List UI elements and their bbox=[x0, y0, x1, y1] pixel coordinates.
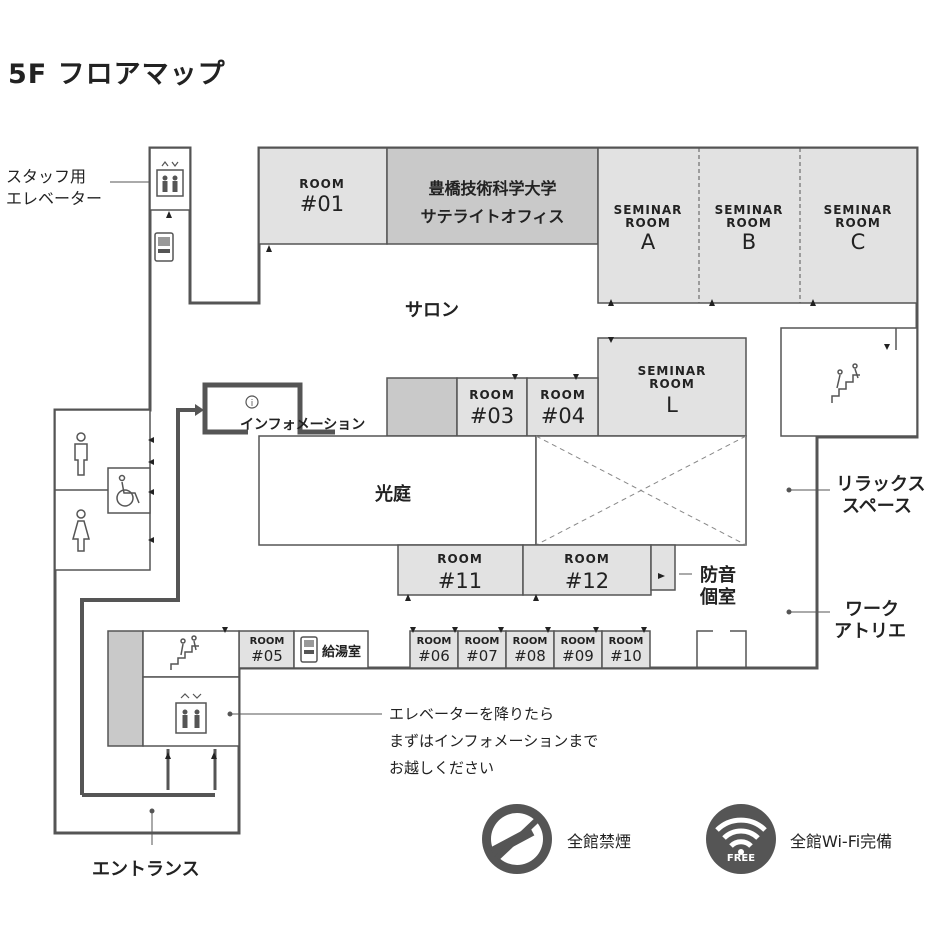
svg-text:i: i bbox=[251, 399, 254, 409]
room-01-number: #01 bbox=[299, 192, 345, 216]
elevator-hall bbox=[142, 676, 240, 747]
seminar-a-caption2: ROOM bbox=[625, 216, 671, 230]
room-07[interactable] bbox=[457, 630, 507, 669]
room-04-number: #04 bbox=[540, 404, 586, 428]
elevator-icon-main bbox=[175, 693, 207, 734]
room-08-caption: ROOM bbox=[512, 636, 548, 647]
room-08-number: #08 bbox=[514, 647, 546, 665]
room-04[interactable] bbox=[526, 377, 599, 437]
room-06-number: #06 bbox=[418, 647, 450, 665]
free-wifi-label: 全館Wi-Fi完備 bbox=[790, 832, 893, 851]
work-label2: アトリエ bbox=[834, 621, 906, 642]
elevator-icon bbox=[156, 161, 184, 197]
room-11[interactable] bbox=[397, 544, 524, 596]
seminar-b-caption2: ROOM bbox=[726, 216, 772, 230]
seminar-b-letter: B bbox=[741, 230, 757, 254]
soundproof-booth[interactable] bbox=[650, 544, 676, 591]
no-smoking-icon bbox=[482, 804, 552, 874]
university-office[interactable] bbox=[386, 147, 599, 245]
seminar-c-letter: C bbox=[850, 230, 866, 254]
room-05[interactable] bbox=[238, 630, 295, 669]
room-10-caption: ROOM bbox=[608, 636, 644, 647]
note-line1: エレベーターを降りたら bbox=[389, 705, 555, 723]
wifi-icon bbox=[706, 804, 776, 874]
courtyard-block bbox=[258, 435, 537, 546]
room-01[interactable] bbox=[258, 147, 388, 245]
room-03-caption: ROOM bbox=[469, 388, 515, 402]
seminar-row bbox=[597, 147, 918, 304]
courtyard-label: 光庭 bbox=[375, 484, 411, 505]
soundproof-label1: 防音 bbox=[700, 565, 736, 586]
room-08[interactable] bbox=[505, 630, 555, 669]
room-07-number: #07 bbox=[466, 647, 498, 665]
staff-elevator-label1: スタッフ用 bbox=[6, 167, 87, 186]
room-10[interactable] bbox=[601, 630, 651, 669]
seminar-b-caption1: SEMINAR bbox=[714, 203, 784, 217]
seminar-c-caption1: SEMINAR bbox=[823, 203, 893, 217]
seminar-l-caption2: ROOM bbox=[649, 377, 695, 391]
room-11-number: #11 bbox=[437, 569, 483, 593]
note-line2: まずはインフォメーションまで bbox=[389, 732, 599, 750]
room-05-number: #05 bbox=[251, 647, 283, 665]
kitchen-label: 給湯室 bbox=[322, 645, 362, 660]
seminar-l-letter: L bbox=[666, 393, 678, 417]
room-09-caption: ROOM bbox=[560, 636, 596, 647]
room-06-caption: ROOM bbox=[416, 636, 452, 647]
no-smoking-label: 全館禁煙 bbox=[567, 832, 632, 851]
room-04-caption: ROOM bbox=[540, 388, 586, 402]
university-office-label: サテライトオフィス bbox=[420, 207, 565, 226]
relax-label2: スペース bbox=[842, 496, 912, 517]
room-12-caption: ROOM bbox=[564, 552, 610, 566]
salon-label: サロン bbox=[405, 300, 459, 321]
room-03[interactable] bbox=[456, 377, 528, 437]
staff-elevator-label2: エレベーター bbox=[6, 189, 103, 208]
room-12-number: #12 bbox=[564, 569, 610, 593]
guide-path bbox=[80, 408, 195, 795]
stairs-icon-right bbox=[831, 363, 860, 403]
guide-arrow bbox=[195, 404, 204, 416]
note-line3: お越しください bbox=[389, 759, 495, 777]
work-label1: ワーク bbox=[845, 599, 899, 620]
room-09-number: #09 bbox=[562, 647, 594, 665]
information-icon: i bbox=[245, 395, 259, 409]
seminar-a-letter: A bbox=[640, 230, 656, 254]
staff-elevator-room bbox=[149, 147, 191, 211]
info-counter bbox=[202, 382, 335, 435]
door-markers bbox=[148, 211, 890, 759]
room-01-caption: ROOM bbox=[299, 177, 345, 191]
room-blocks bbox=[54, 147, 918, 790]
room-05-caption: ROOM bbox=[249, 636, 285, 647]
room-06[interactable] bbox=[409, 630, 459, 669]
entrance-label: エントランス bbox=[92, 859, 200, 880]
room-10-number: #10 bbox=[610, 647, 642, 665]
room-07-caption: ROOM bbox=[464, 636, 500, 647]
page-title: 5F フロアマップ bbox=[8, 59, 226, 90]
seminar-a-caption1: SEMINAR bbox=[613, 203, 683, 217]
free-badge: FREE bbox=[726, 853, 756, 864]
core-block bbox=[107, 630, 144, 747]
stairs-icon bbox=[170, 635, 199, 670]
vending-machine-icon bbox=[154, 232, 174, 262]
vending-machine-icon-kitchen bbox=[300, 636, 318, 663]
leader-lines bbox=[110, 181, 830, 845]
stairs-room bbox=[142, 630, 240, 678]
room-03-number: #03 bbox=[469, 404, 515, 428]
seminar-l-caption1: SEMINAR bbox=[637, 364, 707, 378]
room-09[interactable] bbox=[553, 630, 603, 669]
male-toilet-icon bbox=[74, 432, 88, 476]
relax-label1: リラックス bbox=[836, 474, 926, 495]
seminar-c-caption2: ROOM bbox=[835, 216, 881, 230]
university-name: 豊橋技術科学大学 bbox=[428, 179, 557, 198]
female-toilet-icon bbox=[72, 509, 90, 552]
room-11-caption: ROOM bbox=[437, 552, 483, 566]
storage-block bbox=[386, 377, 458, 437]
wheelchair-icon bbox=[116, 474, 140, 507]
soundproof-label2: 個室 bbox=[700, 587, 736, 608]
information-label: インフォメーション bbox=[240, 417, 366, 433]
